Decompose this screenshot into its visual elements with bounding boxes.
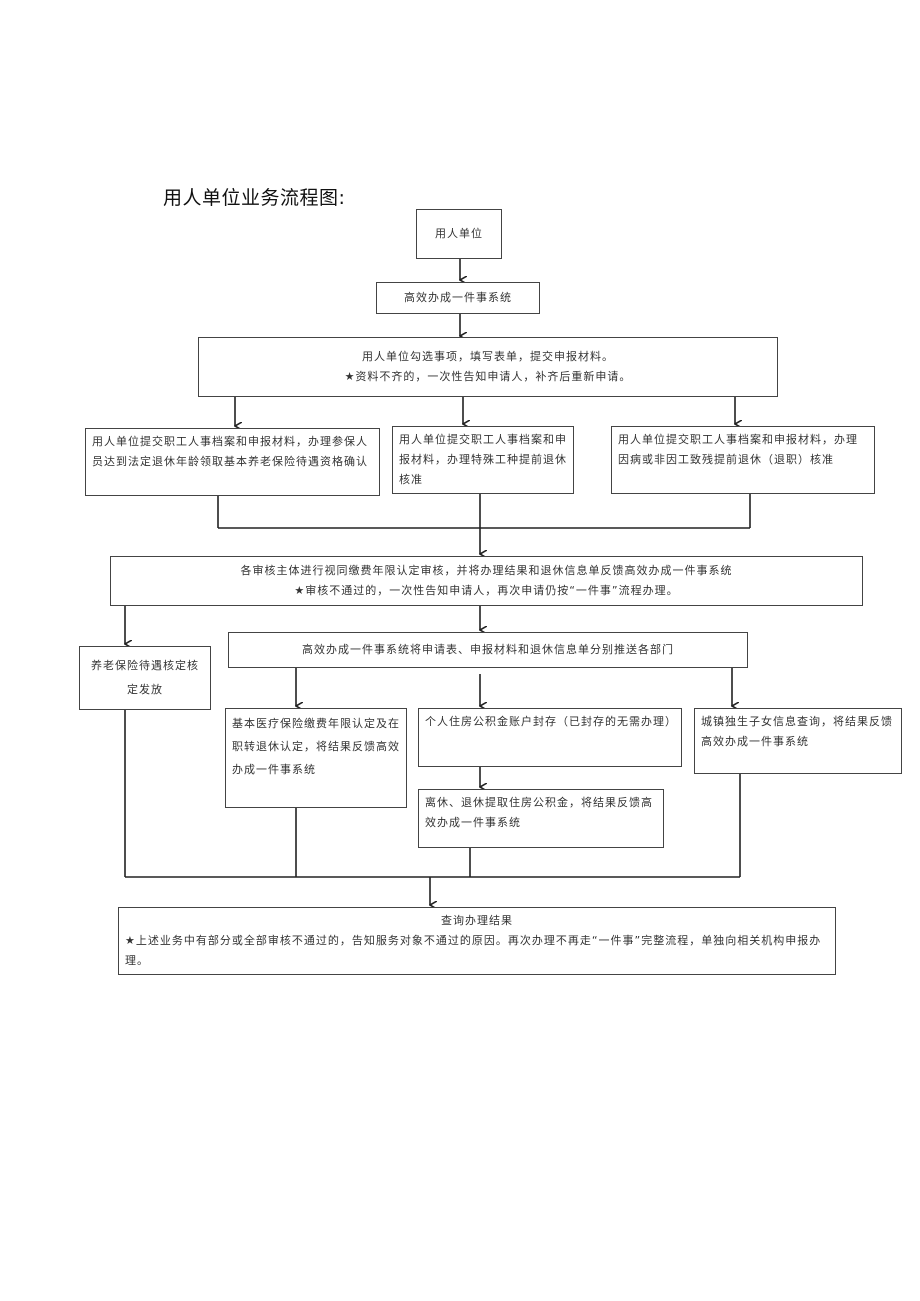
node-branch-left: 用人单位提交职工人事档案和申报材料，办理参保人员达到法定退休年龄领取基本养老保险… bbox=[85, 428, 380, 496]
node-branch-right: 用人单位提交职工人事档案和申报材料，办理因病或非因工致残提前退休（退职）核准 bbox=[611, 426, 875, 494]
node-only-child: 城镇独生子女信息查询，将结果反馈高效办成一件事系统 bbox=[694, 708, 902, 774]
node-select: 用人单位勾选事项，填写表单，提交申报材料。 ★资料不齐的，一次性告知申请人，补齐… bbox=[198, 337, 778, 397]
node-review: 各审核主体进行视同缴费年限认定审核，并将办理结果和退休信息单反馈高效办成一件事系… bbox=[110, 556, 863, 606]
node-branch-mid: 用人单位提交职工人事档案和申报材料，办理特殊工种提前退休核准 bbox=[392, 426, 574, 494]
node-employer: 用人单位 bbox=[416, 209, 502, 259]
node-push: 高效办成一件事系统将申请表、申报材料和退休信息单分别推送各部门 bbox=[228, 632, 748, 668]
node-fund-seal: 个人住房公积金账户封存（已封存的无需办理） bbox=[418, 708, 682, 767]
node-fund-withdraw: 离休、退休提取住房公积金，将结果反馈高效办成一件事系统 bbox=[418, 789, 664, 848]
node-result: 查询办理结果 ★上述业务中有部分或全部审核不通过的，告知服务对象不通过的原因。再… bbox=[118, 907, 836, 975]
node-medical: 基本医疗保险缴费年限认定及在职转退休认定，将结果反馈高效办成一件事系统 bbox=[225, 708, 407, 808]
node-system: 高效办成一件事系统 bbox=[376, 282, 540, 314]
page-title: 用人单位业务流程图: bbox=[163, 187, 346, 209]
node-pension: 养老保险待遇核定核定发放 bbox=[79, 646, 211, 710]
